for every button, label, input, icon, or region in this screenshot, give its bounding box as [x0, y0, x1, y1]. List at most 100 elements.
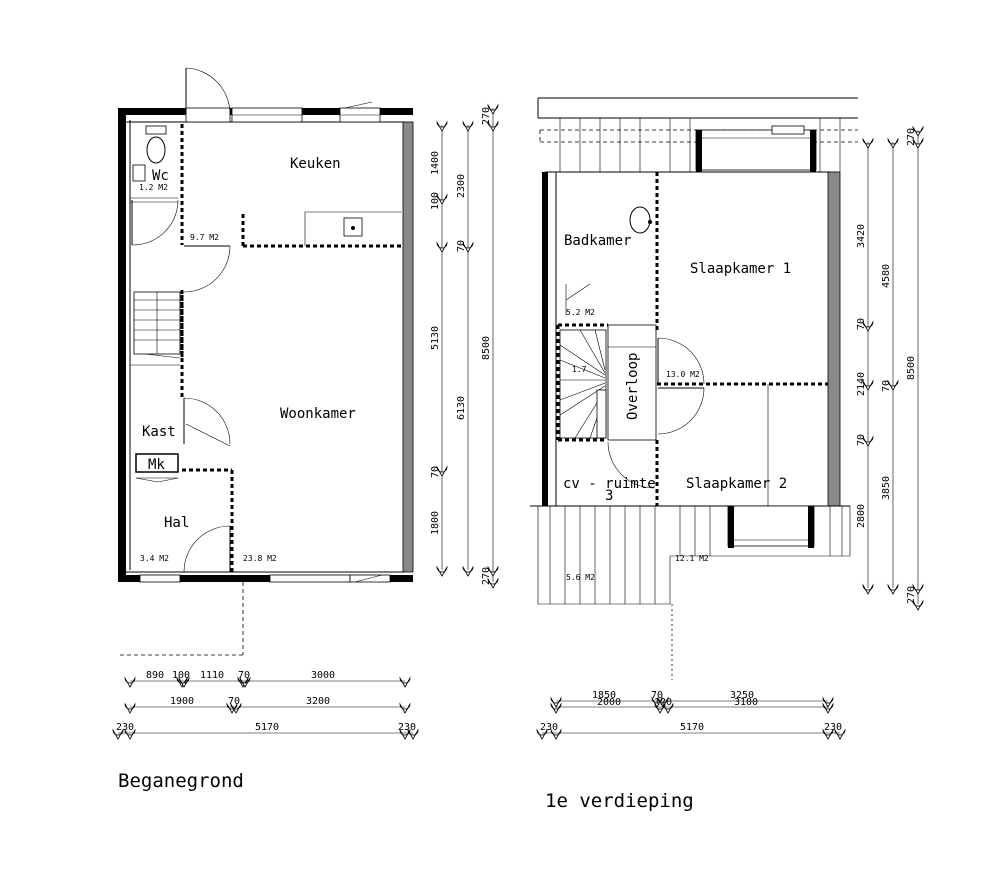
dim-gh2-1: 70 — [228, 696, 240, 707]
ground-floor-vertical-dimensions: 1400 100 5130 70 1800 2300 70 6130 270 8… — [430, 107, 494, 585]
area-woonkamer: 23.8 M2 — [243, 554, 277, 563]
area-cv: 5.6 M2 — [566, 573, 595, 582]
dim-gv3-1: 8500 — [481, 336, 492, 360]
dim-fv2-2: 3850 — [881, 476, 892, 500]
dimension-tick-32 — [462, 241, 474, 253]
dimension-tick-41 — [862, 435, 874, 447]
dimension-tick-6 — [124, 702, 136, 714]
dim-fv3-2: 270 — [906, 586, 917, 604]
room-label-mk: Mk — [148, 457, 165, 473]
dimension-tick-27 — [436, 193, 448, 205]
dimension-tick-44 — [887, 379, 899, 391]
ground-floor-plan: Wc Keuken Woonkamer Kast Mk Hal 1.2 M2 9… — [118, 67, 414, 656]
dim-gv2-1: 70 — [456, 240, 467, 252]
ground-floor-horizontal-dimensions: 890 100 1110 70 3000 1900 70 3200 230 51… — [116, 670, 416, 734]
dim-gh1-3: 70 — [238, 670, 250, 681]
dim-gv1-3: 70 — [430, 466, 441, 478]
dim-gh1-1: 100 — [172, 670, 190, 681]
room-label-hal: Hal — [164, 515, 189, 531]
dim-fh1-2: 3250 — [730, 690, 754, 701]
dimension-tick-5 — [399, 676, 411, 688]
dim-gv3-2: 270 — [481, 567, 492, 585]
dim-fv1-2: 2140 — [856, 372, 867, 396]
dimension-tick-20 — [662, 702, 674, 714]
room-label-woonkamer: Woonkamer — [280, 406, 356, 422]
dimension-tick-21 — [822, 702, 834, 714]
dim-fv2-1: 70 — [881, 380, 892, 392]
dim-gv1-0: 1400 — [430, 151, 441, 175]
dimension-tick-29 — [436, 465, 448, 477]
dimension-tick-22 — [536, 728, 548, 740]
dimension-tick-33 — [462, 565, 474, 577]
area-keuken: 9.7 M2 — [190, 233, 219, 242]
dimension-tick-35 — [487, 120, 499, 132]
dimension-tick-8 — [230, 702, 242, 714]
dim-fv2-0: 4580 — [881, 264, 892, 288]
ff-left-outer-wall — [542, 172, 548, 506]
dimension-tick-45 — [887, 583, 899, 595]
dimension-tick-14 — [550, 696, 562, 708]
dim-gh3-0: 230 — [116, 722, 134, 733]
dimension-tick-49 — [912, 599, 924, 611]
room-label-badkamer: Badkamer — [564, 233, 631, 249]
left-outer-wall — [118, 108, 126, 582]
room-label-cv: cv - ruimte — [563, 476, 656, 492]
dim-gh1-2: 1110 — [200, 670, 224, 681]
area-slaapkamer1: 13.0 M2 — [666, 370, 700, 379]
right-party-wall — [402, 121, 414, 573]
dimension-tick-11 — [124, 728, 136, 740]
dimension-tick-39 — [862, 320, 874, 332]
dim-fh1-0: 1850 — [592, 690, 616, 701]
dimension-tick-24 — [822, 728, 834, 740]
dimension-tick-38 — [862, 137, 874, 149]
first-floor-vertical-dimensions: 3420 70 2140 70 2800 4580 70 3850 270 85… — [856, 128, 919, 604]
area-slaapkamer2: 12.1 M2 — [675, 554, 709, 563]
dimension-tick-18 — [550, 702, 562, 714]
dimension-tick-26 — [436, 120, 448, 132]
dim-gv1-4: 1800 — [430, 511, 441, 535]
dim-gh3-2: 230 — [398, 722, 416, 733]
room-label-kast: Kast — [142, 424, 176, 440]
dimension-tick-13 — [407, 728, 419, 740]
dimension-tick-48 — [912, 583, 924, 595]
dimension-tick-2 — [178, 676, 190, 688]
dim-gh2-0: 1900 — [170, 696, 194, 707]
dimension-tick-0 — [124, 676, 136, 688]
dimension-tick-43 — [887, 137, 899, 149]
room-label-wc: Wc — [152, 168, 169, 184]
dim-fv3-1: 8500 — [906, 356, 917, 380]
dimension-tick-42 — [862, 583, 874, 595]
dim-gv1-2: 5130 — [430, 326, 441, 350]
dim-gh2-2: 3200 — [306, 696, 330, 707]
dim-fv1-1: 70 — [856, 318, 867, 330]
dim-gv1-1: 100 — [430, 192, 441, 210]
dim-fh3-2: 230 — [824, 722, 842, 733]
first-floor-title: 1e verdieping — [545, 790, 694, 812]
room-label-cv-number: 3 — [605, 488, 613, 504]
dim-gh3-1: 5170 — [255, 722, 279, 733]
dim-fv1-0: 3420 — [856, 224, 867, 248]
bottom-outer-wall — [118, 575, 413, 582]
dim-fh3-1: 5170 — [680, 722, 704, 733]
first-floor-horizontal-dimensions: 1850 70 3250 2000 120 3100 230 5170 230 — [540, 690, 842, 734]
dimension-tick-17 — [822, 696, 834, 708]
room-label-overloop: Overloop — [625, 353, 641, 420]
dimension-tick-9 — [399, 702, 411, 714]
dimension-tick-47 — [912, 137, 924, 149]
dim-fh2-1: 120 — [654, 697, 672, 708]
room-label-slaapkamer1: Slaapkamer 1 — [690, 261, 791, 277]
dimension-tick-28 — [436, 241, 448, 253]
dim-gv3-0: 270 — [481, 107, 492, 125]
room-label-keuken: Keuken — [290, 156, 341, 172]
dimension-tick-19 — [654, 702, 666, 714]
dimension-tick-36 — [487, 565, 499, 577]
dimension-tick-37 — [487, 577, 499, 589]
dimension-tick-40 — [862, 379, 874, 391]
dim-fh3-0: 230 — [540, 722, 558, 733]
dim-gv2-2: 6130 — [456, 396, 467, 420]
dim-fv3-0: 270 — [906, 128, 917, 146]
area-badkamer: 5.2 M2 — [566, 308, 595, 317]
area-stair: 1.7 — [572, 365, 587, 374]
dimension-tick-31 — [462, 120, 474, 132]
